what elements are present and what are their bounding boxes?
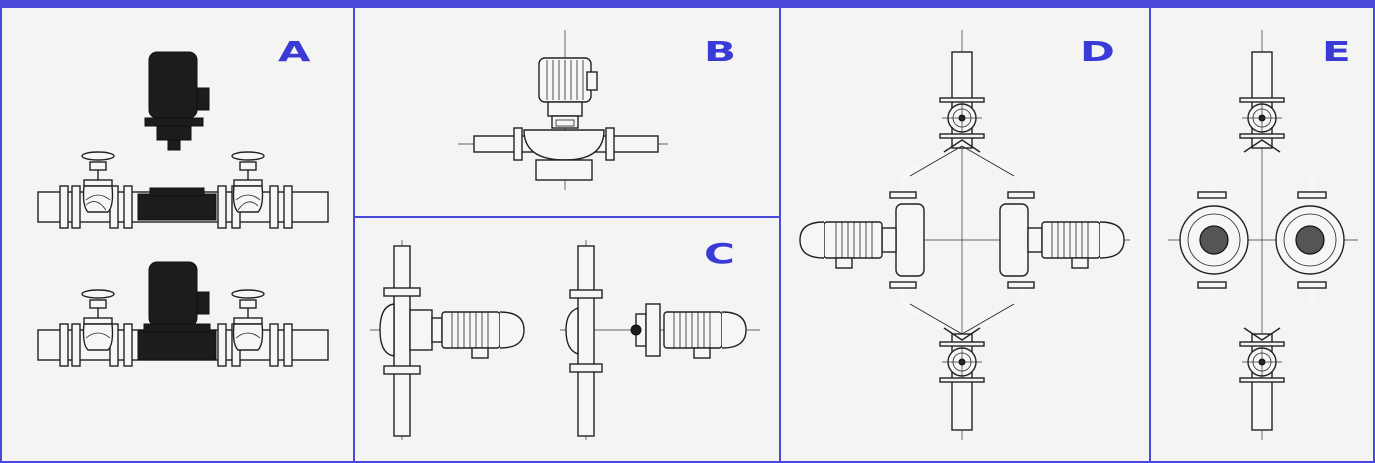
panel-c-drawing: [370, 240, 760, 440]
panel-label-e: E: [1322, 35, 1351, 68]
panel-d-drawing: [799, 30, 1130, 440]
panel-label-a: A: [278, 35, 311, 68]
panel-a-drawing: [37, 51, 329, 367]
panel-label-b: B: [704, 35, 737, 68]
panel-b-drawing: [458, 30, 668, 190]
panel-e-drawing: [1168, 30, 1358, 440]
panel-label-d: D: [1080, 35, 1115, 68]
panel-label-c: C: [704, 237, 735, 270]
